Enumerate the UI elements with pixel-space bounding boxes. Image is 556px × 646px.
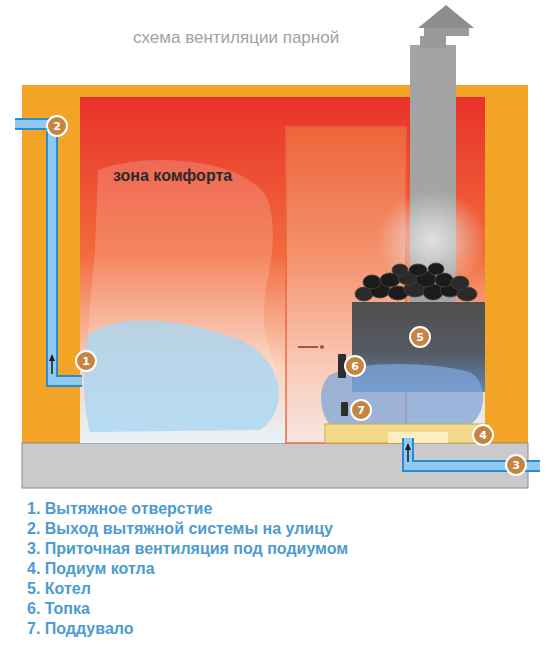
callout-number: 3: [512, 460, 520, 471]
door-handle: [298, 346, 318, 348]
chimney-cap: [418, 5, 474, 28]
chimney-cap: [424, 28, 469, 36]
callout-circle: [351, 400, 371, 420]
stone: [409, 264, 427, 276]
callout-number: 5: [416, 332, 424, 343]
cold-air: [84, 320, 279, 432]
stone: [428, 263, 444, 275]
callout-circle: [76, 351, 96, 371]
steam: [377, 190, 487, 290]
door-handle: [320, 345, 324, 349]
zone-label: зона комфорта: [113, 167, 232, 185]
callout-circle: [473, 425, 493, 445]
legend-item: 7. Поддувало: [27, 620, 134, 638]
exhaust-duct: [15, 124, 82, 381]
exhaust-duct: [15, 124, 82, 381]
stone: [392, 264, 408, 276]
callout-number: 4: [479, 430, 487, 441]
callout-number: 1: [82, 356, 90, 367]
callout-circle: [345, 356, 365, 376]
legend-item: 2. Выход вытяжной системы на улицу: [27, 520, 333, 538]
flow-arrow: [405, 443, 411, 450]
flow-arrow: [407, 448, 409, 462]
flow-arrow: [49, 354, 55, 361]
podium: [388, 432, 448, 443]
legend-item: 3. Приточная вентиляция под подиумом: [27, 540, 348, 558]
legend-item: 5. Котел: [27, 580, 91, 598]
chimney: [420, 36, 446, 48]
stone: [451, 276, 469, 290]
legend-item: 6. Топка: [27, 600, 90, 618]
callout-number: 6: [351, 361, 359, 372]
stones: [355, 263, 477, 301]
callout-number: 2: [53, 121, 61, 132]
stone: [363, 275, 381, 289]
callout-circle: [506, 455, 526, 475]
legend-item: 1. Вытяжное отверстие: [27, 500, 212, 518]
callout-circle: [410, 327, 430, 347]
callout-circle: [47, 116, 67, 136]
legend-item: 4. Подиум котла: [27, 560, 155, 578]
diagram-title: схема вентиляции парной: [133, 28, 339, 48]
ash-pit: [341, 402, 348, 416]
callout-number: 7: [357, 405, 365, 416]
